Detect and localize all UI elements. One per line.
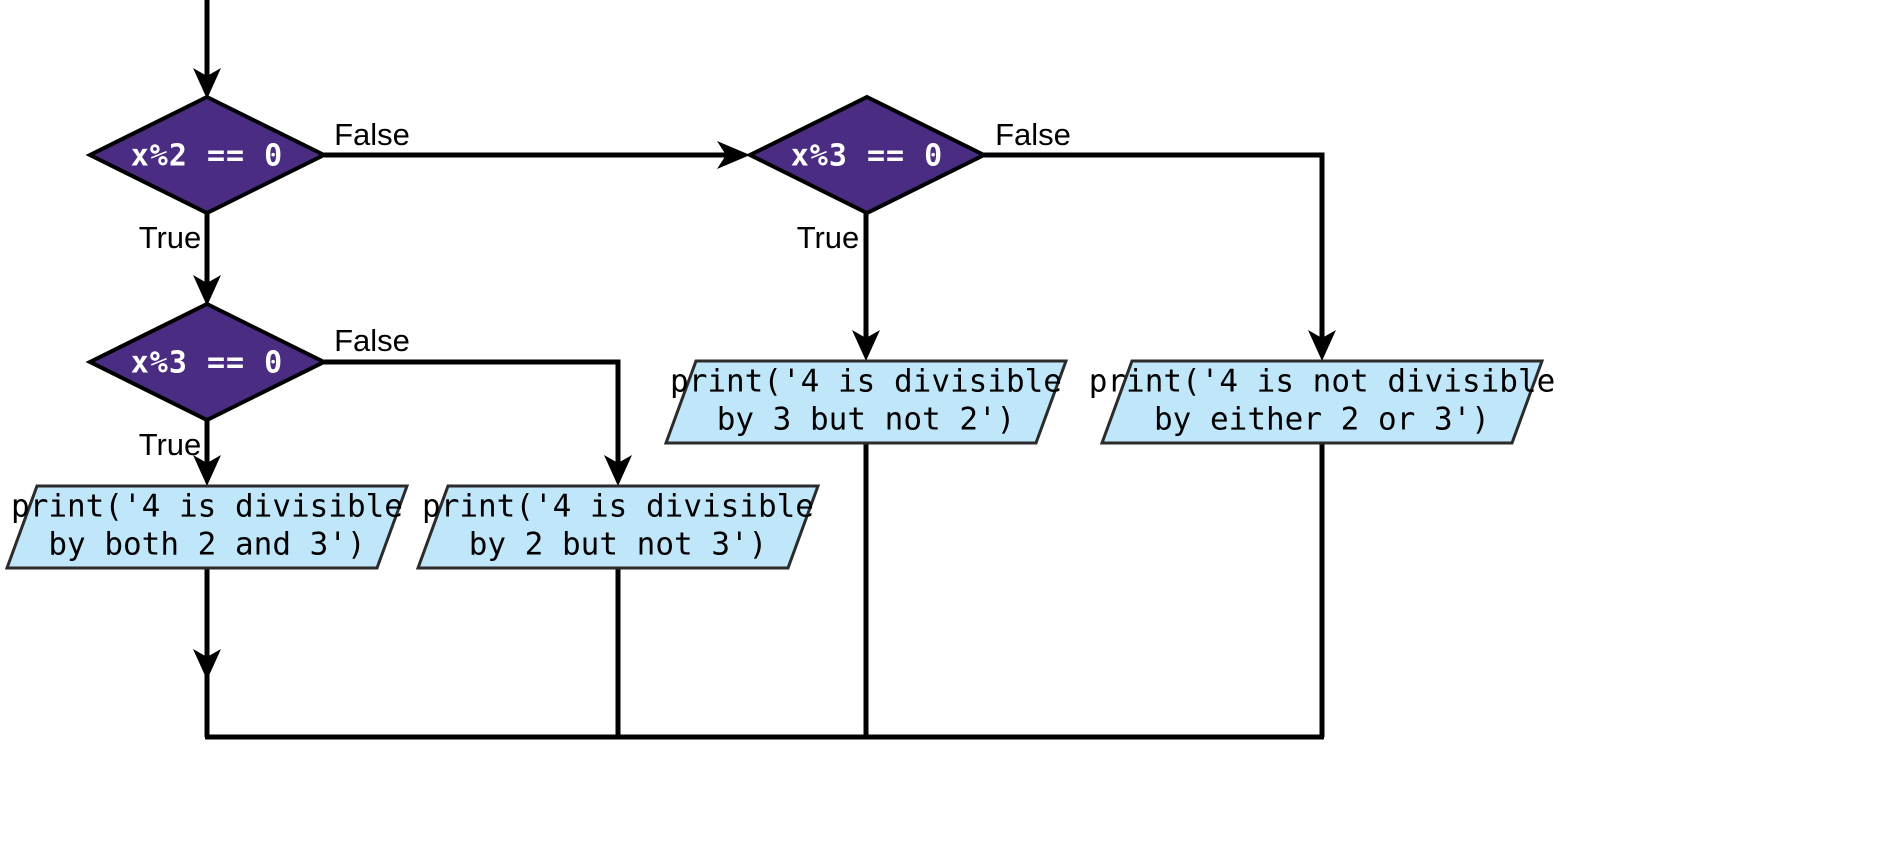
decision1-diamond-shape[interactable] — [85, 94, 329, 216]
output3-parallelogram-shape[interactable] — [663, 359, 1069, 445]
output4-line2: by either 2 or 3') — [1154, 402, 1490, 438]
output1-line2: by both 2 and 3') — [48, 527, 365, 563]
decision3-diamond-shape[interactable] — [85, 301, 329, 423]
edge-decision3-false-to-output2 — [324, 359, 632, 486]
output4-parallelogram-shape[interactable] — [1099, 359, 1545, 445]
edge-label-decision2-true: True — [797, 220, 860, 255]
edge-decision2-false-to-output4 — [984, 152, 1336, 361]
output2-line1: print('4 is divisible — [422, 489, 814, 525]
edge-label-decision2-false: False — [995, 117, 1071, 152]
edge-decision3-true-to-output1 — [193, 420, 221, 486]
decision2-diamond-shape[interactable] — [745, 94, 989, 216]
edge-label-layer: False True False True False True — [139, 117, 1071, 462]
connector-layer — [193, 0, 1336, 740]
edge-merge-to-exit — [193, 649, 221, 737]
edge-label-decision1-false: False — [334, 117, 410, 152]
edge-label-decision1-true: True — [139, 220, 202, 255]
output-node-divisible-by-2-not-3[interactable]: print('4 is divisible by 2 but not 3') — [415, 484, 821, 570]
decision-node-x-mod-2[interactable]: x%2 == 0 — [85, 94, 329, 216]
edge-decision2-true-to-output3 — [852, 213, 880, 361]
output-node-divisible-by-3-not-2[interactable]: print('4 is divisible by 3 but not 2') — [663, 359, 1069, 445]
edge-decision1-false-to-decision2 — [324, 141, 750, 169]
output3-line2: by 3 but not 2') — [717, 402, 1016, 438]
output-node-divisible-by-both[interactable]: print('4 is divisible by both 2 and 3') — [4, 484, 410, 570]
decision2-label: x%3 == 0 — [791, 139, 944, 174]
decision1-label: x%2 == 0 — [131, 139, 284, 174]
decision3-label: x%3 == 0 — [131, 346, 284, 381]
decision-node-x-mod-3-lower[interactable]: x%3 == 0 — [85, 301, 329, 423]
edge-label-decision3-true: True — [139, 427, 202, 462]
output1-parallelogram-shape[interactable] — [4, 484, 410, 570]
output2-parallelogram-shape[interactable] — [415, 484, 821, 570]
edge-label-decision3-false: False — [334, 323, 410, 358]
decision-node-x-mod-3-upper[interactable]: x%3 == 0 — [745, 94, 989, 216]
output4-line1: print('4 is not divisible — [1089, 364, 1556, 400]
output-node-not-divisible-by-either[interactable]: print('4 is not divisible by either 2 or… — [1089, 359, 1556, 445]
edge-entry-to-decision1 — [193, 0, 221, 99]
output1-line1: print('4 is divisible — [11, 489, 403, 525]
edge-decision1-true-to-decision3 — [193, 213, 221, 306]
output3-line1: print('4 is divisible — [670, 364, 1062, 400]
output2-line2: by 2 but not 3') — [469, 527, 768, 563]
